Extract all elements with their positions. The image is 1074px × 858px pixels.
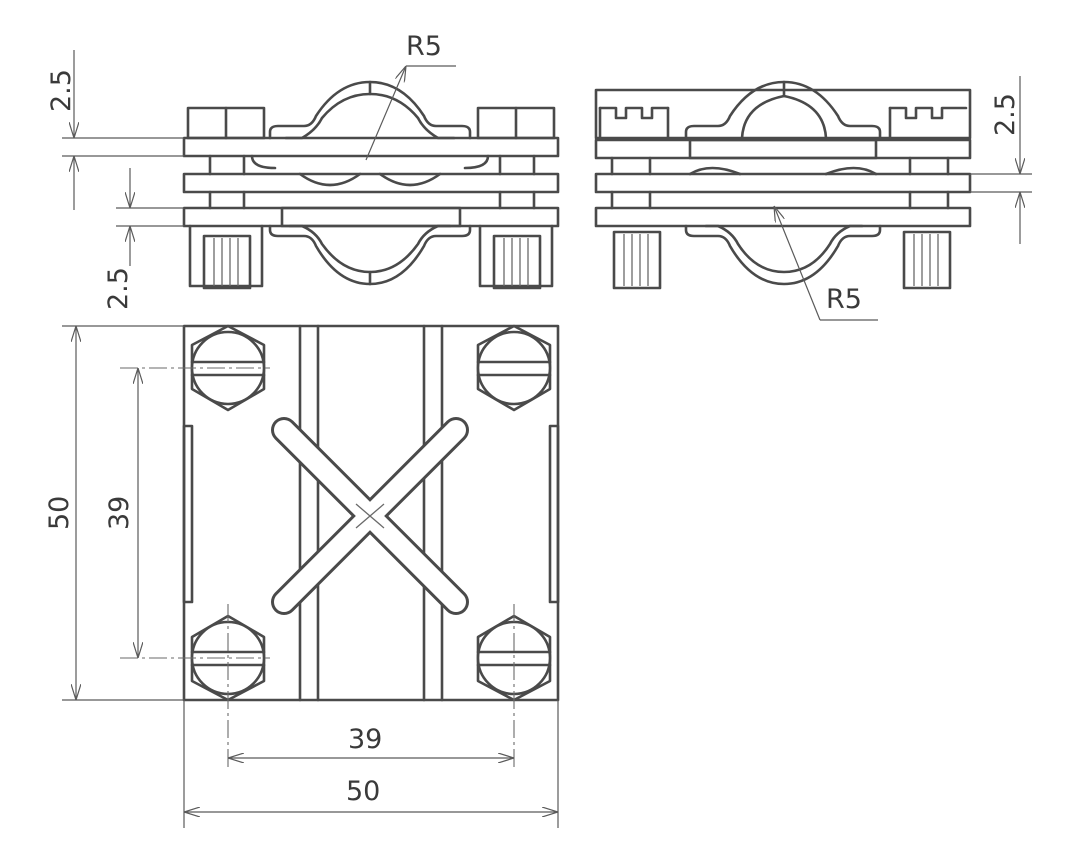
- plan-width-outer-label: 50: [346, 776, 380, 807]
- front-plate-3: [182, 206, 560, 228]
- side-plate-3: [594, 206, 972, 228]
- side-slot-heads: [598, 106, 968, 140]
- side-top-block: [594, 88, 972, 140]
- side-thread-left: [612, 230, 662, 290]
- front-view: [182, 66, 560, 290]
- front-top-thickness-label: 2.5: [46, 69, 77, 112]
- front-thread-left: [202, 234, 252, 290]
- bolt-top-right: [476, 324, 552, 412]
- plan-height-outer-label: 50: [44, 496, 75, 530]
- plan-width-outer-dim: [183, 700, 559, 828]
- side-radius-label: R5: [826, 284, 862, 315]
- front-radius-label: R5: [406, 31, 442, 62]
- plan-view: [120, 324, 560, 770]
- side-lower-saddle: [684, 224, 882, 286]
- front-thread-right: [492, 234, 542, 290]
- side-thickness-label: 2.5: [990, 93, 1021, 136]
- side-thread-right: [902, 230, 952, 290]
- front-plate-2: [182, 172, 560, 194]
- front-top-thickness-dim: [62, 50, 184, 210]
- plan-height-outer-dim: [62, 325, 184, 701]
- plan-width-inner-label: 39: [348, 724, 382, 755]
- front-plate-1: [182, 136, 560, 158]
- front-bottom-thickness-label: 2.5: [103, 267, 134, 310]
- plan-height-inner-label: 39: [104, 496, 135, 530]
- side-thickness-dim: [970, 76, 1032, 244]
- front-bottom-thickness-dim: [116, 168, 184, 266]
- x-emboss: [271, 417, 469, 615]
- side-view: [594, 80, 972, 321]
- side-plate-2: [594, 172, 972, 194]
